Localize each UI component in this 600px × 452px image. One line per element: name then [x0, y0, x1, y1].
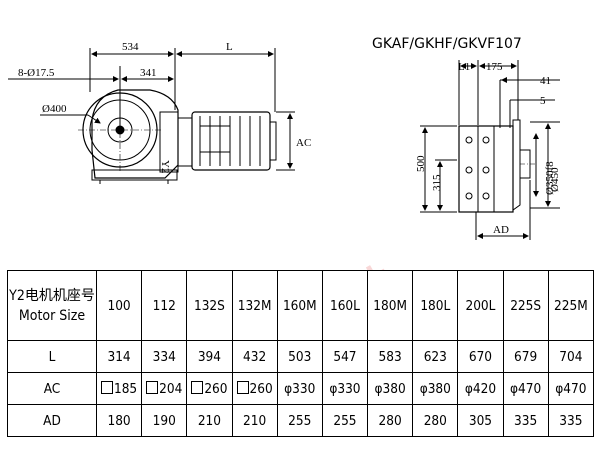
cell-value: 204 — [159, 380, 183, 397]
technical-drawing: 万玛特传动 GKAF/GKHF/GKVF107 — [8, 36, 561, 270]
square-icon — [191, 380, 204, 394]
table-cell: 180 — [95, 404, 143, 437]
header-label-cell: Y2电机机座号 Motor Size — [7, 270, 97, 341]
size-cell: 200L — [457, 270, 504, 341]
table-row-L: L 314 334 394 432 503 547 583 623 670 67… — [7, 340, 595, 373]
table-cell: 255 — [276, 404, 323, 437]
dim-534: 534 — [122, 41, 139, 53]
motor-size-table: Y2电机机座号 Motor Size 100 112 132S 132M 160… — [7, 270, 595, 437]
square-icon — [146, 380, 159, 394]
dim-pilot: Ø350f8 — [544, 161, 556, 195]
square-icon — [100, 380, 113, 394]
cell-value: 185 — [113, 380, 138, 397]
table-cell: 335 — [547, 404, 595, 437]
table-cell: 305 — [457, 404, 504, 437]
table-cell: φ420 — [457, 372, 504, 405]
size-cell: 132S — [186, 270, 233, 341]
table-cell: 334 — [141, 340, 188, 373]
table-cell: 547 — [321, 340, 369, 373]
table-cell: 704 — [547, 340, 595, 373]
dim-flange-400: Ø400 — [42, 103, 67, 115]
table-cell: 335 — [502, 404, 549, 437]
header-en: Motor Size — [18, 307, 86, 324]
dim-315: 315 — [431, 174, 443, 191]
size-cell: 112 — [141, 270, 188, 341]
table-cell: φ470 — [502, 372, 549, 405]
dim-L: L — [226, 41, 233, 53]
dim-outer: Ø450 — [549, 167, 561, 192]
dim-AD: AD — [493, 224, 509, 236]
dim-41: 41 — [540, 75, 551, 87]
table-cell: 204 — [141, 372, 188, 405]
dim-AC: AC — [296, 137, 311, 149]
side-view — [420, 60, 560, 240]
table-cell: φ330 — [276, 372, 323, 405]
row-label: AD — [7, 404, 97, 437]
header-cn: Y2电机机座号 — [9, 287, 95, 304]
table-cell: 260 — [186, 372, 233, 405]
table-cell: φ380 — [367, 372, 414, 405]
table-cell: 210 — [231, 404, 278, 437]
table-cell: 394 — [186, 340, 233, 373]
table-cell: 185 — [95, 372, 143, 405]
table-cell: 255 — [321, 404, 369, 437]
table-cell: 679 — [502, 340, 549, 373]
table-cell: 670 — [457, 340, 504, 373]
size-cell: 100 — [95, 270, 143, 341]
dim-bolts: 8-Ø17.5 — [18, 67, 55, 79]
front-view — [8, 48, 295, 184]
table-cell: 280 — [367, 404, 414, 437]
size-cell: 160L — [321, 270, 369, 341]
cell-value: 260 — [249, 380, 273, 397]
table-cell: 623 — [412, 340, 459, 373]
dim-341: 341 — [140, 67, 157, 79]
table-row-AC: AC 185 204 260 260 φ330 φ330 φ380 φ380 φ… — [7, 372, 595, 405]
table-cell: φ330 — [321, 372, 369, 405]
square-icon — [236, 380, 249, 394]
table-cell: 280 — [412, 404, 459, 437]
table-cell: φ470 — [547, 372, 595, 405]
size-cell: 225M — [547, 270, 595, 341]
dim-5: 5 — [540, 95, 546, 107]
model-title: GKAF/GKHF/GKVF107 — [372, 36, 522, 52]
table-cell: 190 — [141, 404, 188, 437]
table-row-AD: AD 180 190 210 210 255 255 280 280 305 3… — [7, 404, 595, 437]
motor-label: Y2 — [159, 160, 171, 173]
row-label: AC — [7, 372, 97, 405]
dim-L1: L1 — [458, 61, 470, 73]
table-cell: 503 — [276, 340, 323, 373]
table-cell: 210 — [186, 404, 233, 437]
cell-value: 260 — [204, 380, 228, 397]
table-cell: φ380 — [412, 372, 459, 405]
table-cell: 314 — [95, 340, 143, 373]
size-cell: 132M — [231, 270, 278, 341]
table-cell: 583 — [367, 340, 414, 373]
size-cell: 180M — [367, 270, 414, 341]
table-cell: 260 — [231, 372, 278, 405]
dim-175: 175 — [486, 61, 503, 73]
table-header-row: Y2电机机座号 Motor Size 100 112 132S 132M 160… — [7, 270, 595, 341]
size-cell: 180L — [412, 270, 459, 341]
dim-500: 500 — [415, 155, 427, 172]
size-cell: 225S — [502, 270, 549, 341]
row-label: L — [7, 340, 97, 373]
table-cell: 432 — [231, 340, 278, 373]
watermark: 万玛特传动 — [179, 255, 405, 270]
size-cell: 160M — [276, 270, 323, 341]
